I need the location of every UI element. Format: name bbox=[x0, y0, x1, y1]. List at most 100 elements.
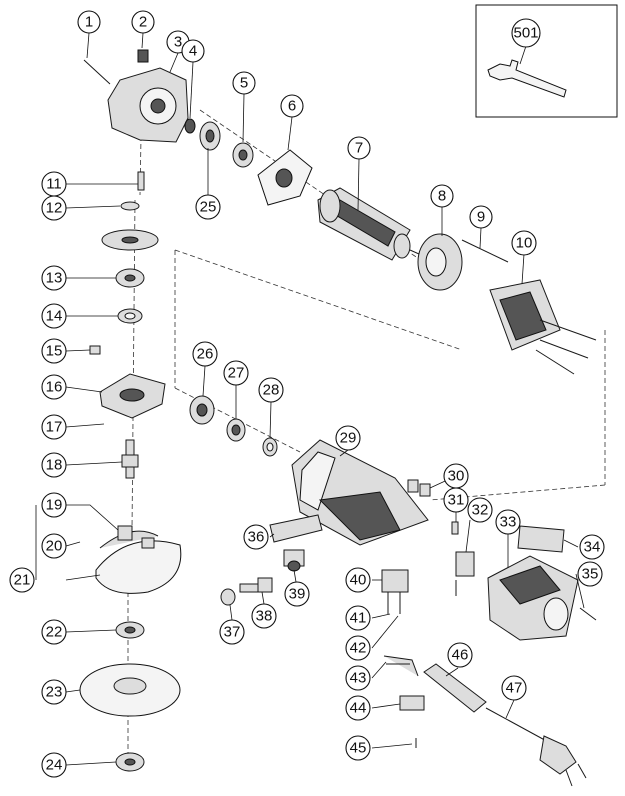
callout-24: 24 bbox=[41, 752, 67, 778]
pinion-gear-part bbox=[184, 118, 221, 151]
callout-13: 13 bbox=[41, 265, 67, 291]
callout-11: 11 bbox=[41, 171, 67, 197]
callout-7: 7 bbox=[347, 136, 371, 160]
callout-5: 5 bbox=[232, 71, 256, 95]
callout-501: 501 bbox=[511, 18, 541, 48]
callout-9: 9 bbox=[469, 205, 493, 229]
svg-text:19: 19 bbox=[46, 497, 63, 514]
spindle-stack bbox=[89, 171, 166, 479]
svg-text:30: 30 bbox=[448, 468, 465, 485]
wheel-nut-part bbox=[115, 752, 145, 772]
connector-part bbox=[283, 549, 305, 572]
callout-29: 29 bbox=[335, 425, 361, 451]
svg-text:36: 36 bbox=[248, 529, 265, 546]
callout-8: 8 bbox=[430, 184, 454, 208]
svg-text:18: 18 bbox=[46, 457, 63, 474]
svg-text:4: 4 bbox=[189, 43, 197, 60]
tail-cover-part bbox=[487, 555, 579, 641]
svg-text:34: 34 bbox=[584, 539, 601, 556]
callout-36: 36 bbox=[243, 524, 269, 550]
bearing-5-part bbox=[232, 142, 254, 168]
svg-text:37: 37 bbox=[224, 624, 241, 641]
svg-text:33: 33 bbox=[500, 514, 517, 531]
svg-text:17: 17 bbox=[46, 419, 63, 436]
svg-text:23: 23 bbox=[46, 684, 63, 701]
callout-32: 32 bbox=[467, 497, 493, 523]
svg-text:8: 8 bbox=[438, 188, 446, 205]
brush-holder-part bbox=[407, 479, 431, 497]
callout-38: 38 bbox=[251, 603, 277, 629]
fan-guide-part bbox=[417, 233, 463, 291]
svg-text:46: 46 bbox=[452, 647, 469, 664]
svg-text:16: 16 bbox=[46, 379, 63, 396]
svg-text:44: 44 bbox=[350, 700, 367, 717]
svg-text:20: 20 bbox=[46, 538, 63, 555]
callout-27: 27 bbox=[223, 360, 249, 386]
svg-text:31: 31 bbox=[448, 492, 465, 509]
tapping-screw-9-part bbox=[461, 239, 509, 263]
callout-19: 19 bbox=[41, 492, 67, 518]
svg-text:43: 43 bbox=[350, 670, 367, 687]
internal-wire-part bbox=[383, 655, 419, 677]
callout-30: 30 bbox=[443, 463, 469, 489]
callout-25: 25 bbox=[195, 194, 221, 220]
svg-text:13: 13 bbox=[46, 270, 63, 287]
svg-text:14: 14 bbox=[46, 308, 63, 325]
svg-text:9: 9 bbox=[477, 209, 485, 226]
cord-clip-part bbox=[399, 695, 425, 711]
svg-text:42: 42 bbox=[350, 640, 367, 657]
svg-text:27: 27 bbox=[228, 365, 245, 382]
knob-part bbox=[220, 588, 236, 606]
power-cord-part bbox=[485, 707, 587, 787]
lock-pin-part bbox=[239, 577, 273, 593]
callout-40: 40 bbox=[345, 567, 371, 593]
callout-31: 31 bbox=[443, 487, 469, 513]
leader-lines bbox=[35, 32, 585, 766]
spanner-wrench-part bbox=[487, 59, 567, 98]
callout-22: 22 bbox=[41, 619, 67, 645]
svg-text:22: 22 bbox=[46, 624, 63, 641]
callout-17: 17 bbox=[41, 414, 67, 440]
svg-text:2: 2 bbox=[139, 14, 147, 31]
callout-46: 46 bbox=[447, 642, 473, 668]
svg-text:47: 47 bbox=[506, 680, 523, 697]
callout-43: 43 bbox=[345, 665, 371, 691]
callout-4: 4 bbox=[181, 39, 205, 63]
callout-33: 33 bbox=[495, 509, 521, 535]
callout-28: 28 bbox=[258, 377, 284, 403]
callout-35: 35 bbox=[577, 561, 603, 587]
bearing-plate-part bbox=[257, 149, 313, 206]
bearing-group bbox=[189, 395, 278, 457]
svg-text:15: 15 bbox=[46, 343, 63, 360]
callout-12: 12 bbox=[41, 195, 67, 221]
wheel-washer-part bbox=[115, 621, 145, 639]
svg-text:21: 21 bbox=[14, 572, 31, 589]
svg-text:7: 7 bbox=[355, 140, 363, 157]
callout-47: 47 bbox=[501, 675, 527, 701]
callout-44: 44 bbox=[345, 695, 371, 721]
svg-text:41: 41 bbox=[350, 610, 367, 627]
noise-suppressor-part bbox=[381, 569, 409, 614]
callout-6: 6 bbox=[280, 94, 304, 118]
name-plate-part bbox=[517, 525, 565, 553]
callout-21: 21 bbox=[9, 567, 35, 593]
svg-text:26: 26 bbox=[197, 346, 214, 363]
callout-14: 14 bbox=[41, 303, 67, 329]
gear-cover-part bbox=[83, 49, 189, 143]
label-36-part bbox=[269, 514, 323, 543]
svg-text:1: 1 bbox=[85, 14, 93, 31]
callout-37: 37 bbox=[219, 619, 245, 645]
callout-16: 16 bbox=[41, 374, 67, 400]
callout-18: 18 bbox=[41, 452, 67, 478]
wheel-guard-part bbox=[95, 525, 182, 594]
svg-text:6: 6 bbox=[288, 98, 296, 115]
svg-text:29: 29 bbox=[340, 430, 357, 447]
callout-41: 41 bbox=[345, 605, 371, 631]
svg-text:32: 32 bbox=[472, 502, 489, 519]
callout-2: 2 bbox=[131, 10, 155, 34]
callout-20: 20 bbox=[41, 533, 67, 559]
svg-text:12: 12 bbox=[46, 200, 63, 217]
svg-text:35: 35 bbox=[582, 566, 599, 583]
callout-26: 26 bbox=[192, 341, 218, 367]
